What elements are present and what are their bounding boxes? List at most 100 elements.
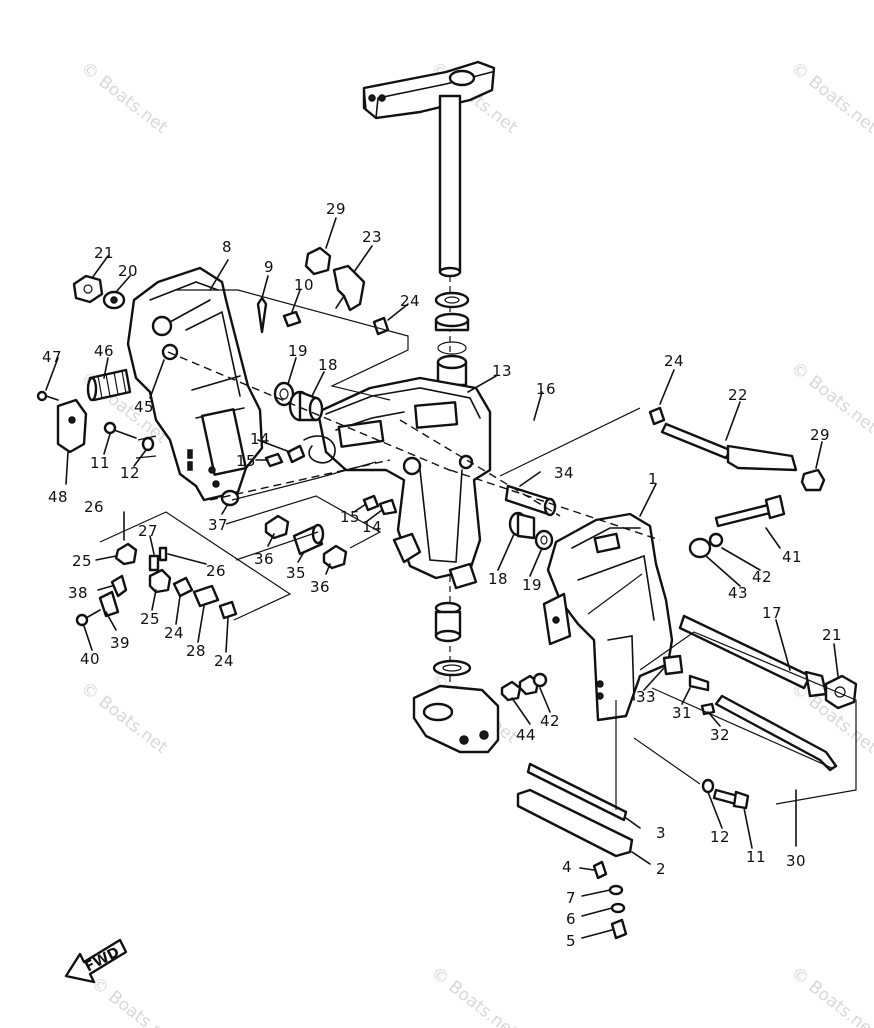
watermark: © Boats.net [77, 58, 171, 138]
washer-43 [688, 537, 712, 559]
callout: 29 [326, 200, 346, 218]
callout: 2 [656, 860, 666, 878]
callout: 12 [120, 464, 140, 482]
callout: 47 [42, 348, 62, 366]
bushing-18-left [288, 390, 324, 422]
callout: 30 [786, 852, 806, 870]
plate-3 [526, 762, 628, 822]
grease-nipple-24-c [218, 600, 238, 620]
callout: 18 [318, 356, 338, 374]
washer-42-upper [708, 532, 724, 548]
nut-21-right [824, 674, 858, 710]
watermark: © Boats.net [787, 358, 874, 438]
bolt-46 [86, 368, 132, 402]
bushing-18-right [508, 511, 536, 540]
callout: 12 [710, 828, 730, 846]
callout: 38 [68, 584, 88, 602]
steering-arm-top [362, 60, 496, 120]
callout: 15 [340, 508, 360, 526]
callout: 6 [566, 910, 576, 928]
callout: 34 [554, 464, 574, 482]
bolt-40 [75, 609, 101, 627]
bushing-35 [292, 523, 325, 556]
watermark: © Boats.net [787, 58, 874, 138]
callout: 19 [522, 576, 542, 594]
callout: 11 [746, 848, 766, 866]
screw-47 [36, 390, 59, 402]
washer-7 [608, 884, 624, 896]
callout: 8 [222, 238, 232, 256]
screw-4 [592, 860, 608, 880]
link-28 [192, 584, 220, 608]
bolt-10 [282, 310, 302, 328]
washer-42-lower [532, 672, 548, 688]
bolt-11-left [103, 421, 137, 439]
washer-19-right [534, 529, 554, 551]
callout: 25 [140, 610, 160, 628]
fitting-14-left [286, 444, 306, 464]
callout: 14 [362, 518, 382, 536]
callout: 31 [672, 704, 692, 722]
grease-nipple-24-b [172, 576, 194, 598]
callout: 24 [164, 624, 184, 642]
bushing-29-top [304, 246, 332, 276]
callout: 23 [362, 228, 382, 246]
callout: 7 [566, 889, 576, 907]
shaft-washers [434, 291, 470, 387]
swivel-bracket [316, 376, 492, 590]
callout: 21 [94, 244, 114, 262]
nut-36-left [264, 514, 290, 540]
plate-31 [688, 674, 710, 692]
leader-lines [45, 217, 857, 939]
callout: 40 [80, 650, 100, 668]
left-clamp-bracket [126, 266, 264, 502]
callout: 42 [540, 712, 560, 730]
rod-30 [714, 694, 838, 772]
callout: 46 [94, 342, 114, 360]
callout: 48 [48, 488, 68, 506]
callout: 44 [516, 726, 536, 744]
callout: 10 [294, 276, 314, 294]
steering-bracket-lower [412, 684, 500, 754]
callout: 26 [84, 498, 104, 516]
callout: 11 [90, 454, 110, 472]
right-clamp-bracket [542, 512, 674, 722]
pin-27 [148, 554, 160, 572]
callout: 45 [134, 398, 154, 416]
pin-34 [504, 484, 557, 517]
plate-39 [98, 590, 120, 618]
callout: 28 [186, 642, 206, 660]
fitting-14-right [378, 498, 398, 516]
callout: 41 [782, 548, 802, 566]
callout: 33 [636, 688, 656, 706]
grease-nipple-24-d [648, 406, 666, 426]
watermark: © Boats.net [87, 973, 181, 1028]
callout: 39 [110, 634, 130, 652]
lower-bushing [432, 601, 472, 677]
nut-25-a [114, 542, 138, 566]
nut-25-b [148, 568, 172, 594]
washer-12-right [701, 778, 715, 794]
callout: 20 [118, 262, 138, 280]
callout: 3 [656, 824, 666, 842]
rail-2 [516, 788, 634, 858]
bolt-15-left [264, 452, 284, 468]
watermark: © Boats.net [787, 963, 874, 1028]
washer-12-left [141, 436, 155, 452]
callout: 26 [206, 562, 226, 580]
callout: 21 [822, 626, 842, 644]
watermark: © Boats.net [77, 678, 171, 758]
washer-20 [102, 290, 126, 310]
bolt-15-right [362, 494, 380, 512]
cable-loop [303, 435, 336, 464]
callout: 1 [648, 470, 658, 488]
callout: 18 [488, 570, 508, 588]
callout: 27 [138, 522, 158, 540]
plate-48 [56, 398, 88, 454]
callout: 42 [752, 568, 772, 586]
callout: 4 [562, 858, 572, 876]
bolt-5 [610, 918, 628, 940]
steering-shaft [438, 94, 462, 700]
